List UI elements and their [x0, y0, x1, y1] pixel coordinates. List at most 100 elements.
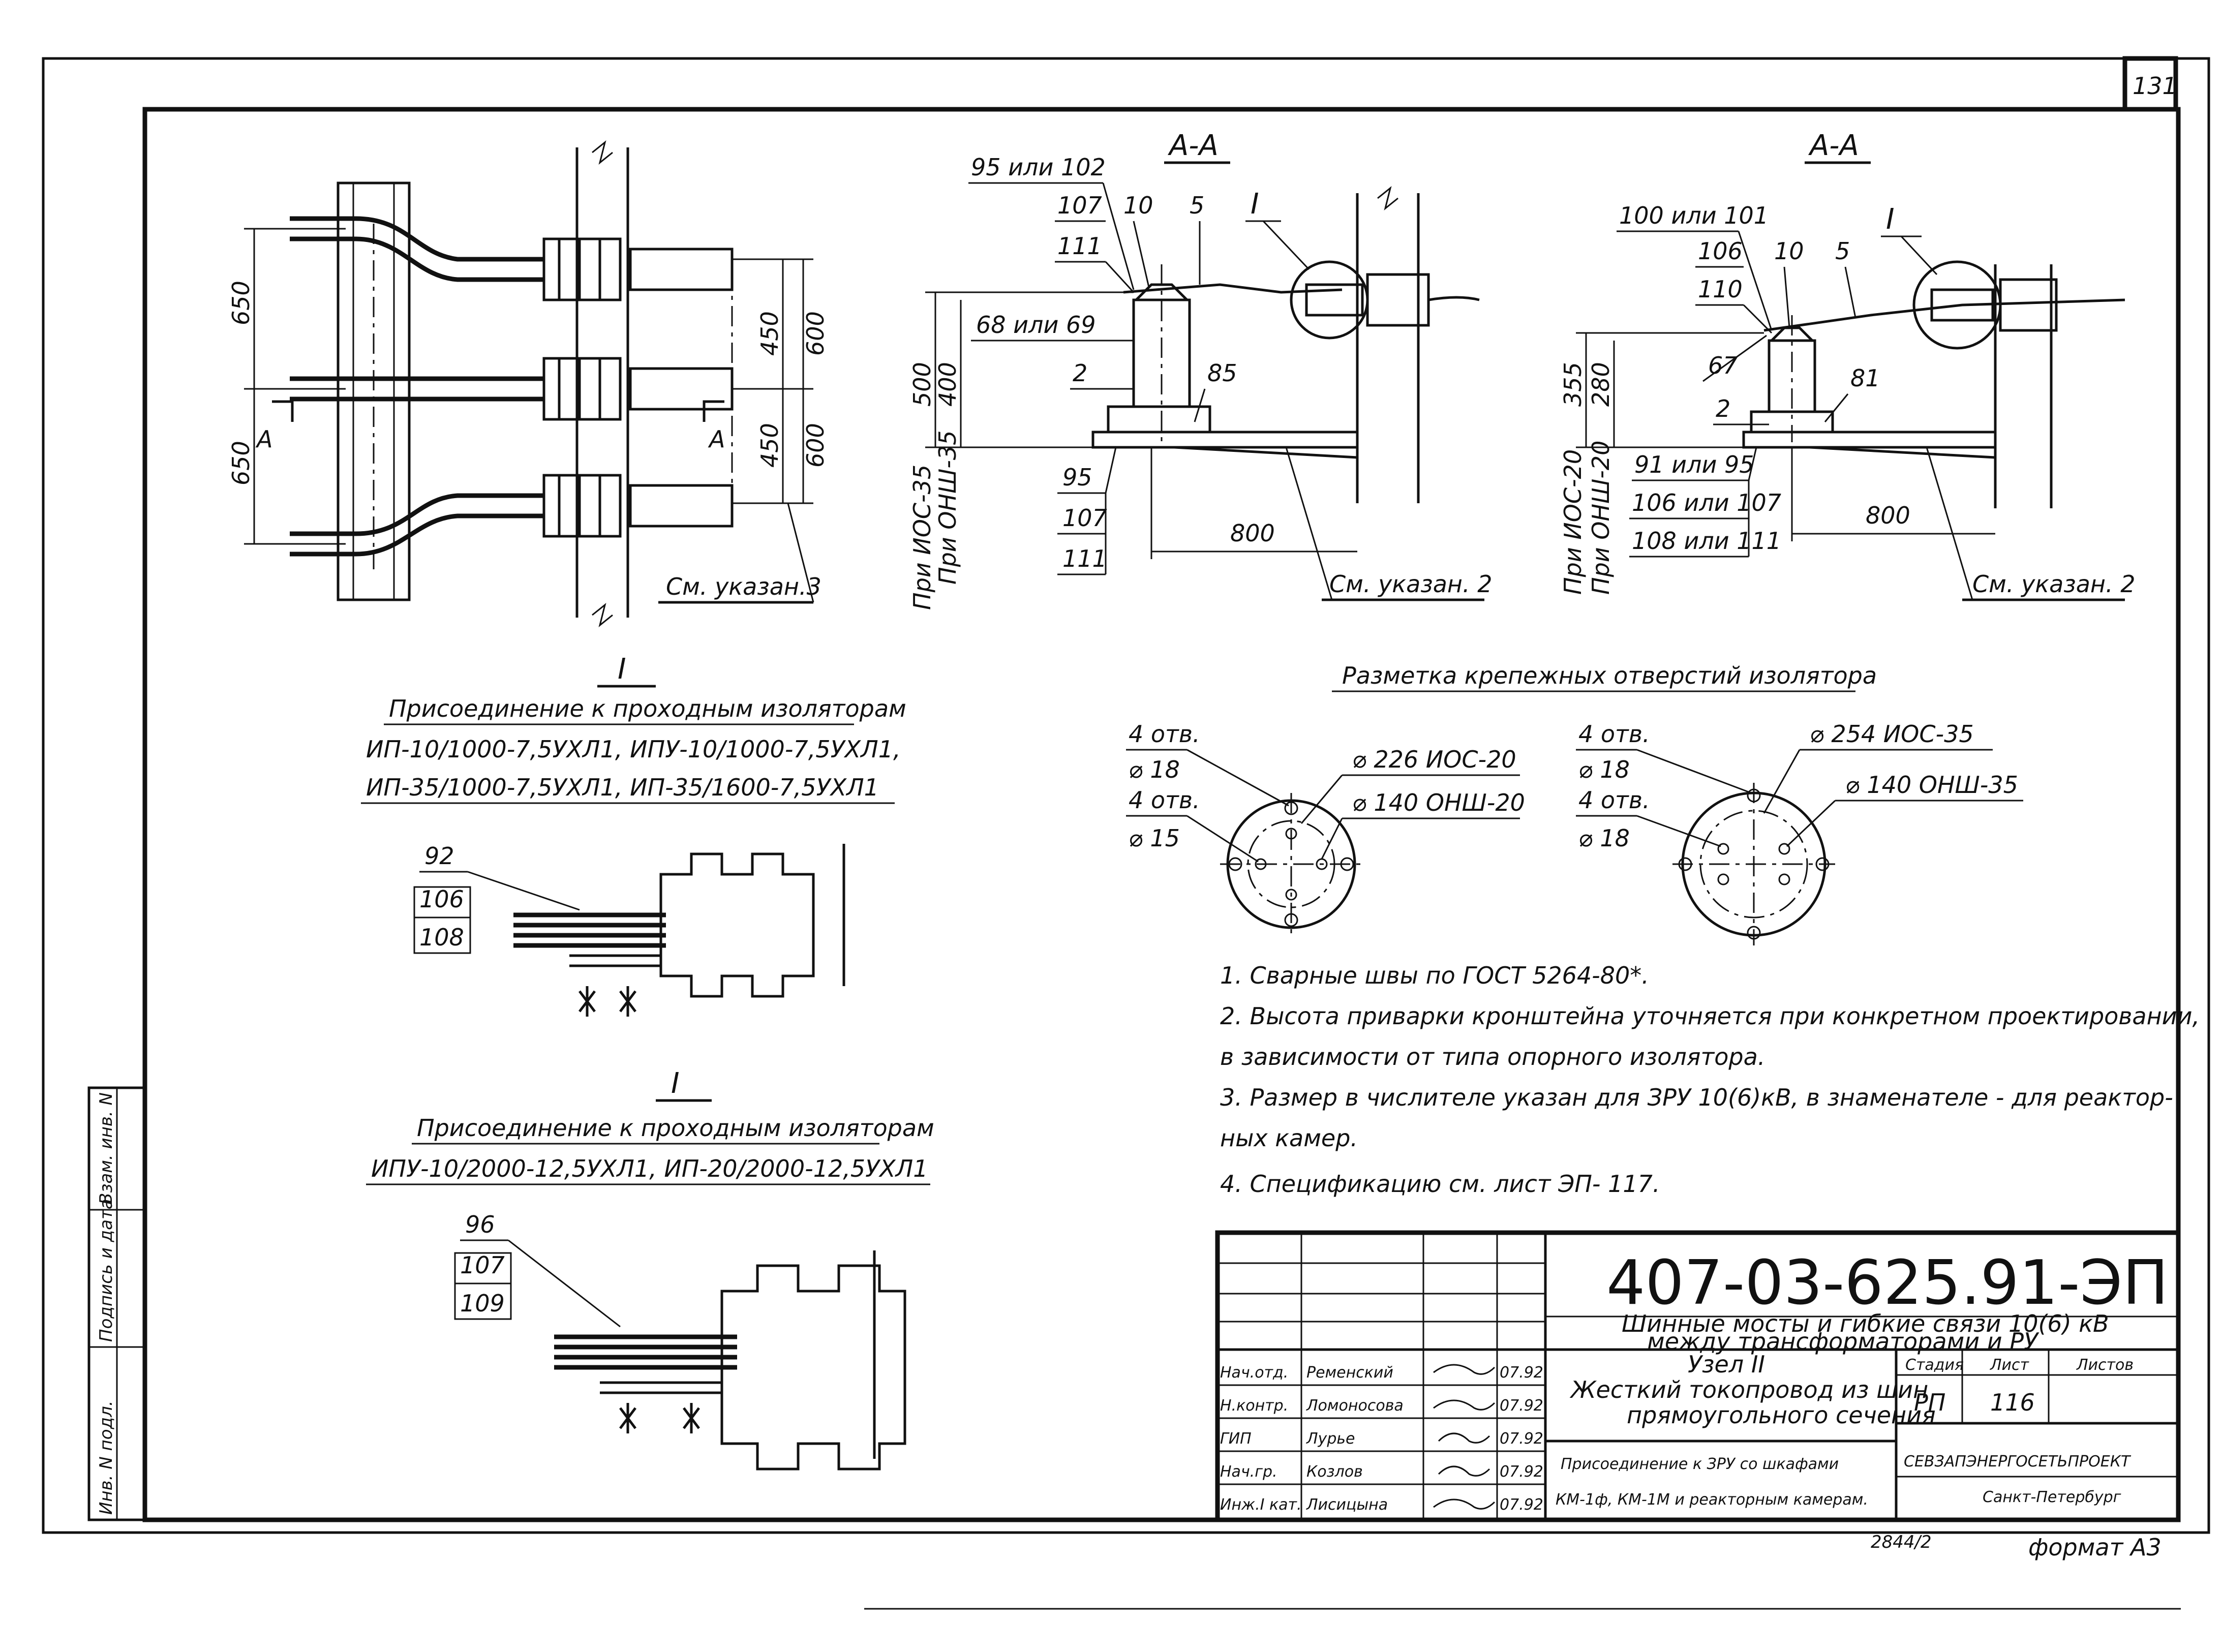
note-3: 3. Размер в числителе указан для ЗРУ 10(…	[1220, 1084, 2173, 1111]
name-3: Лурье	[1306, 1430, 1355, 1448]
v2-dim-800: 800	[1230, 519, 1275, 547]
notes: 1. Сварные швы по ГОСТ 5264-80*. 2. Высо…	[1220, 962, 2200, 1198]
v3-hl2: При ОНШ-20	[1587, 441, 1615, 595]
holes-r2: 4 отв.	[1578, 786, 1650, 814]
v3-c0: 100 или 101	[1619, 202, 1769, 229]
holes-l1: ⌀ 18	[1129, 756, 1180, 783]
dim-650-top: 650	[227, 281, 255, 325]
holes-r4: ⌀ 254 ИОС-35	[1810, 720, 1974, 748]
v2-note: См. указан. 2	[1329, 570, 1493, 598]
doc-code: 407-03-625.91-ЭП	[1606, 1248, 2169, 1319]
v2-c6: 68 или 69	[976, 311, 1096, 339]
detail1-mark: I	[618, 653, 626, 686]
detail1-c1: 106	[419, 885, 464, 913]
format-label: формат А3	[2028, 1534, 2162, 1561]
date-5: 07.92	[1500, 1496, 1543, 1514]
dim-600-top: 600	[802, 311, 829, 356]
dim-650-bot: 650	[227, 441, 255, 485]
date-2: 07.92	[1500, 1397, 1543, 1415]
v2-c1: 107	[1057, 192, 1102, 219]
v2-c3: 5	[1190, 192, 1204, 219]
section-title-3: А-А	[1808, 129, 1859, 162]
v2-c9: 95	[1062, 464, 1092, 491]
view-plan: 650 650 450 600 450 600 А А См. указан.3	[227, 140, 829, 627]
dim-450-top: 450	[756, 311, 783, 356]
sheet-title-5: КМ-1ф, КМ-1М и реакторным камерам.	[1556, 1491, 1868, 1509]
sheet-title-1: Узел II	[1688, 1351, 1765, 1378]
sheet-number-box	[2122, 56, 2178, 112]
holes-l0: 4 отв.	[1129, 720, 1200, 748]
side-stamp: Инв. N подл. Подпись и дата Взам. инв. N	[87, 1086, 146, 1521]
dim-450-bot: 450	[756, 423, 783, 468]
title-block: 407-03-625.91-ЭП Шинные мосты и гибкие с…	[1215, 1230, 2181, 1522]
v2-hl1: При ИОС-35	[908, 465, 936, 610]
v2-c7: 2	[1073, 359, 1087, 387]
v3-c11: 108 или 111	[1632, 527, 1781, 555]
v3-c10: 106 или 107	[1632, 489, 1781, 516]
v2-h500: 500	[908, 362, 936, 407]
col-stage: Стадия	[1905, 1356, 1964, 1374]
sheet-number: 131	[2133, 72, 2177, 100]
plan-note: См. указан.3	[666, 573, 821, 600]
v3-c5: 110	[1698, 276, 1743, 303]
role-4: Нач.гр.	[1220, 1463, 1277, 1481]
v2-c0: 95 или 102	[971, 154, 1106, 181]
org-1: СЕВЗАПЭНЕРГОСЕТЬПРОЕКТ	[1904, 1453, 2132, 1471]
note-2: 2. Высота приварки кронштейна уточняется…	[1220, 1002, 2200, 1030]
v3-c9: 91 или 95	[1634, 451, 1754, 478]
org-2: Санкт-Петербург	[1983, 1488, 2121, 1506]
v3-c1: 10	[1774, 237, 1804, 265]
date-4: 07.92	[1500, 1463, 1543, 1481]
role-2: Н.контр.	[1220, 1397, 1288, 1415]
note-2b: в зависимости от типа опорного изолятора…	[1220, 1043, 1765, 1070]
role-1: Нач.отд.	[1220, 1364, 1288, 1382]
v2-hl2: При ОНШ-35	[934, 431, 961, 585]
detail-2: I Присоединение к проходным изоляторам И…	[366, 1067, 934, 1471]
sheet-value: 116	[1990, 1389, 2035, 1416]
date-3: 07.92	[1500, 1430, 1543, 1448]
holes-l5: ⌀ 140 ОНШ-20	[1352, 789, 1525, 816]
v2-c8: 85	[1207, 359, 1237, 387]
section-mark-right: А	[708, 425, 725, 453]
project-title-2: между трансформаторами и РУ	[1647, 1328, 2040, 1355]
holes-l3: ⌀ 15	[1129, 824, 1180, 852]
v3-note: См. указан. 2	[1972, 570, 2136, 598]
holes-r5: ⌀ 140 ОНШ-35	[1845, 771, 2018, 799]
v3-c7: 2	[1716, 395, 1730, 422]
date-1: 07.92	[1500, 1364, 1543, 1382]
note-1: 1. Сварные швы по ГОСТ 5264-80*.	[1220, 962, 1649, 989]
section-mark-left: А	[255, 425, 272, 453]
v3-c4: 106	[1698, 237, 1743, 265]
holes-marking: Разметка крепежных отверстий изолятора 4…	[1126, 662, 2023, 945]
role-3: ГИП	[1220, 1430, 1252, 1448]
v2-c4: I	[1251, 188, 1259, 221]
v3-c3: I	[1886, 203, 1895, 236]
detail2-cap1: Присоединение к проходным изоляторам	[417, 1114, 934, 1142]
col-sheet: Лист	[1990, 1356, 2030, 1374]
outer-frame	[42, 57, 2210, 1534]
holes-l4: ⌀ 226 ИОС-20	[1352, 746, 1516, 773]
detail2-cap2: ИПУ-10/2000-12,5УХЛ1, ИП-20/2000-12,5УХЛ…	[371, 1155, 928, 1182]
v3-dim-800: 800	[1866, 502, 1910, 529]
section-title-2: А-А	[1168, 129, 1219, 162]
v2-h400: 400	[934, 362, 961, 407]
v2-c2: 10	[1123, 192, 1153, 219]
v2-c11: 111	[1062, 545, 1107, 572]
sheet-title-2: Жесткий токопровод из шин	[1569, 1376, 1928, 1403]
holes-title: Разметка крепежных отверстий изолятора	[1342, 662, 1877, 689]
view-section-2: А-А 95 или 102 107 10 5 I 111	[908, 129, 1493, 610]
bottom-ref: 2844/2	[1871, 1532, 1932, 1552]
v2-c10: 107	[1062, 504, 1107, 532]
detail-1: I Присоединение к проходным изоляторам И…	[361, 653, 906, 1017]
name-4: Козлов	[1306, 1463, 1363, 1481]
project-title-1: Шинные мосты и гибкие связи 10(6) кВ	[1622, 1310, 2109, 1337]
detail1-c2: 108	[419, 924, 464, 951]
stage-value: РП	[1914, 1389, 1945, 1416]
name-2: Ломоносова	[1306, 1397, 1404, 1415]
v2-c5: 111	[1057, 232, 1102, 260]
side-stamp-3: Взам. инв. N	[96, 1092, 116, 1205]
detail2-c0: 96	[465, 1211, 495, 1238]
holes-l2: 4 отв.	[1129, 786, 1200, 814]
detail1-c0: 92	[424, 842, 454, 870]
